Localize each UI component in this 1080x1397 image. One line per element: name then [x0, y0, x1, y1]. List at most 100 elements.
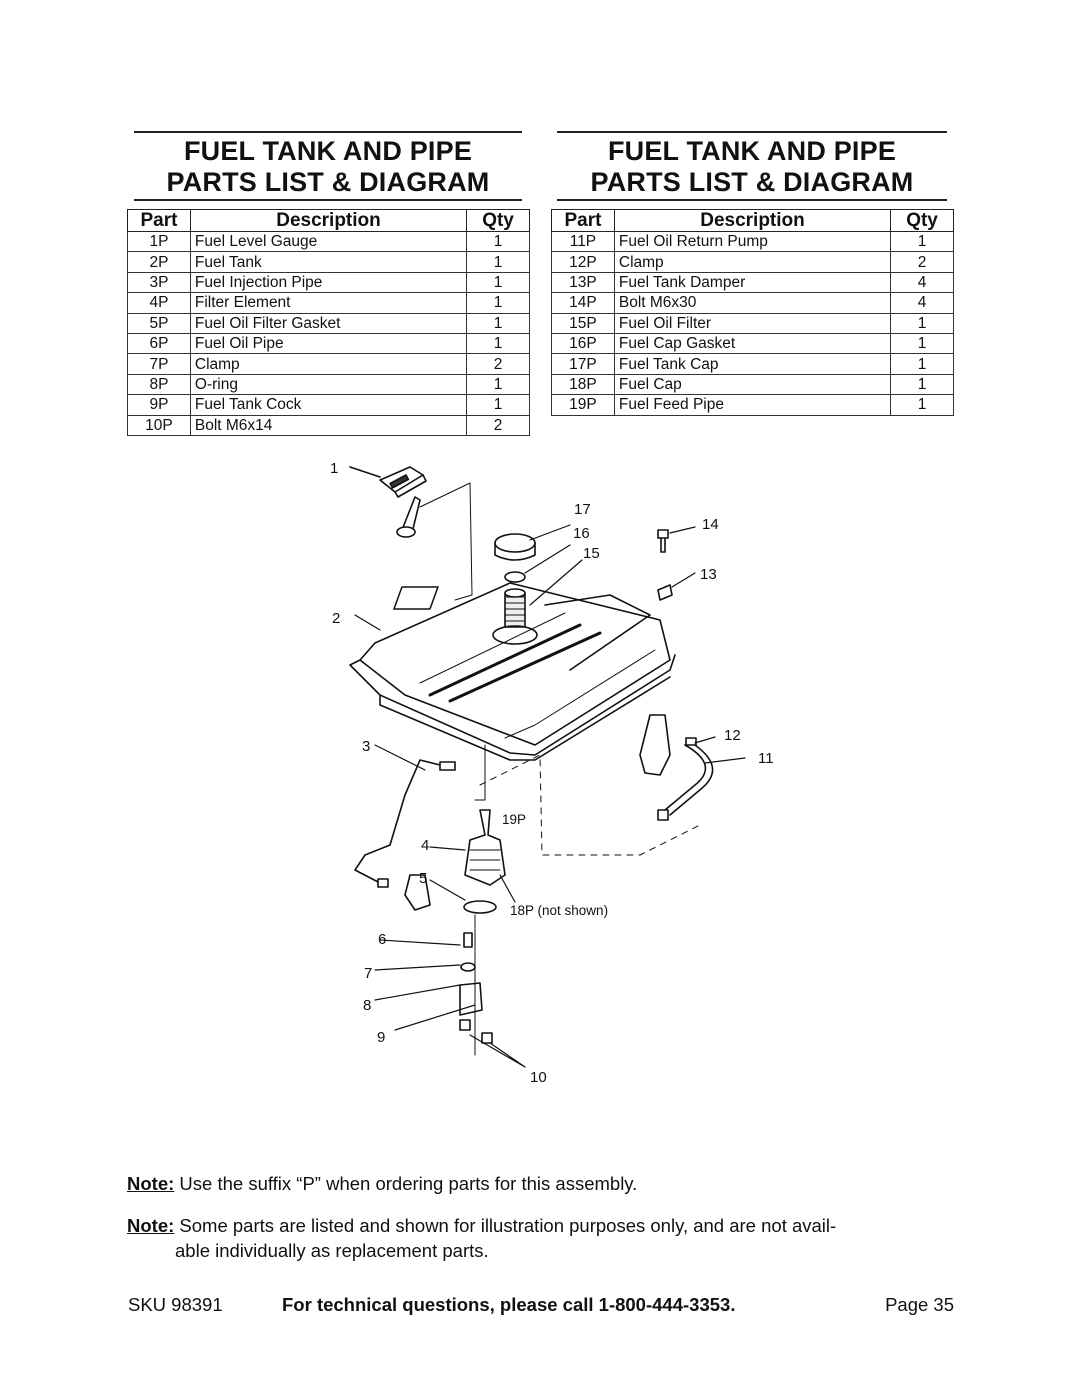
- cell-part: 16P: [551, 332, 615, 355]
- callout-2: 2: [332, 610, 340, 627]
- note-label: Note:: [127, 1215, 175, 1236]
- fuel-tank-cock-drawing: [404, 874, 493, 1056]
- cell-part: 6P: [127, 332, 191, 355]
- callout-6: 6: [378, 931, 386, 948]
- header-description: Description: [189, 209, 468, 232]
- header-qty: Qty: [890, 209, 954, 232]
- fuel-cap-filter-drawing: [492, 533, 538, 645]
- table-header-row: Part Description Qty: [551, 209, 954, 232]
- cell-description: Fuel Cap: [613, 373, 892, 396]
- cell-qty: 1: [466, 251, 530, 273]
- cell-qty: 1: [466, 394, 530, 416]
- label-18p-not-shown: 18P (not shown): [510, 903, 608, 918]
- cell-part: 2P: [127, 251, 191, 273]
- cell-description: Fuel Oil Filter: [613, 312, 892, 334]
- cell-part: 1P: [127, 230, 191, 253]
- header-qty: Qty: [466, 209, 530, 232]
- heading-line-1: FUEL TANK AND PIPE: [183, 136, 473, 166]
- heading-rule-top: [134, 131, 522, 133]
- callout-10: 10: [530, 1069, 547, 1086]
- section-heading-right: FUEL TANK AND PIPE PARTS LIST & DIAGRAM: [557, 131, 947, 201]
- label-19p: 19P: [502, 812, 526, 827]
- cell-description: Fuel Tank: [189, 251, 468, 273]
- heading-rule-top: [557, 131, 947, 133]
- cell-description: Clamp: [613, 251, 892, 273]
- callout-5: 5: [419, 870, 427, 887]
- cell-qty: 1: [890, 230, 954, 253]
- cell-part: 8P: [127, 373, 191, 396]
- footer-help: For technical questions, please call 1-8…: [282, 1294, 736, 1315]
- fuel-tank-exploded-diagram: 1 2 3 4 5 6 7 8 9 10 11 12 13 14 15 16 1…: [330, 460, 774, 1086]
- callout-17: 17: [574, 501, 591, 518]
- cell-part: 17P: [551, 353, 615, 375]
- heading-line-1: FUEL TANK AND PIPE: [607, 136, 897, 166]
- cell-qty: 1: [466, 230, 530, 253]
- cell-part: 3P: [127, 271, 191, 294]
- callout-13: 13: [700, 566, 717, 583]
- cell-qty: 1: [890, 394, 954, 416]
- heading-line-2: PARTS LIST & DIAGRAM: [590, 167, 914, 197]
- cell-description: Fuel Cap Gasket: [613, 332, 892, 355]
- callout-3: 3: [362, 738, 370, 755]
- footer-page: Page 35: [885, 1294, 954, 1315]
- cell-description: Bolt M6x14: [189, 414, 468, 436]
- cell-part: 15P: [551, 312, 615, 334]
- cell-part: 13P: [551, 271, 615, 294]
- fuel-level-gauge-drawing: [379, 466, 427, 538]
- cell-qty: 1: [466, 271, 530, 294]
- callout-9: 9: [377, 1029, 385, 1046]
- note-label: Note:: [127, 1173, 175, 1194]
- cell-part: 7P: [127, 353, 191, 375]
- header-part: Part: [127, 209, 191, 232]
- cell-part: 9P: [127, 394, 191, 416]
- bolt-damper-drawing: [657, 529, 673, 601]
- injection-pipe-drawing: [354, 759, 456, 888]
- table-header-row: Part Description Qty: [127, 209, 530, 232]
- cell-description: Fuel Tank Damper: [613, 271, 892, 294]
- heading-line-2: PARTS LIST & DIAGRAM: [166, 167, 490, 197]
- header-part: Part: [551, 209, 615, 232]
- cell-part: 12P: [551, 251, 615, 273]
- cell-description: Fuel Level Gauge: [189, 230, 468, 253]
- header-description: Description: [613, 209, 892, 232]
- cell-part: 10P: [127, 414, 191, 436]
- return-pump-drawing: [639, 714, 714, 821]
- heading-rule-bottom: [134, 199, 522, 201]
- cell-description: Fuel Oil Pipe: [189, 332, 468, 355]
- cell-qty: 1: [466, 312, 530, 334]
- cell-part: 19P: [551, 394, 615, 416]
- cell-qty: 1: [466, 373, 530, 396]
- filter-element-drawing: [463, 744, 506, 914]
- note-text-continued: able individually as replacement parts.: [175, 1240, 489, 1261]
- cell-description: Fuel Tank Cap: [613, 353, 892, 375]
- cell-description: Fuel Oil Return Pump: [613, 230, 892, 253]
- section-heading-left: FUEL TANK AND PIPE PARTS LIST & DIAGRAM: [134, 131, 522, 201]
- cell-part: 5P: [127, 312, 191, 334]
- note-suffix: Note: Use the suffix “P” when ordering p…: [127, 1171, 637, 1196]
- cell-qty: 2: [890, 251, 954, 273]
- cell-qty: 1: [890, 373, 954, 396]
- cell-qty: 1: [466, 332, 530, 355]
- cell-qty: 4: [890, 292, 954, 314]
- callout-1: 1: [330, 460, 338, 477]
- note-illustration: Note: Some parts are listed and shown fo…: [127, 1213, 836, 1263]
- heading-rule-bottom: [557, 199, 947, 201]
- cell-qty: 1: [890, 332, 954, 355]
- cell-part: 11P: [551, 230, 615, 253]
- cell-description: Fuel Oil Filter Gasket: [189, 312, 468, 334]
